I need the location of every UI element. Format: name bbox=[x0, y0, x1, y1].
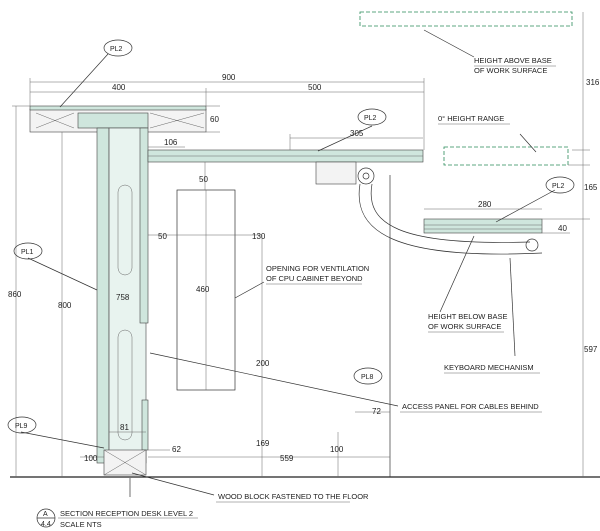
dim-559: 559 bbox=[280, 454, 294, 463]
title-line-2: SCALE NTS bbox=[60, 520, 102, 529]
dim-62: 62 bbox=[172, 445, 181, 454]
svg-text:PL2: PL2 bbox=[364, 115, 377, 122]
mid-bracket bbox=[315, 161, 357, 185]
keyboard-arm bbox=[358, 183, 543, 255]
dim-316: 316 bbox=[586, 78, 600, 87]
dim-130: 130 bbox=[252, 232, 266, 241]
dim-100-right: 100 bbox=[330, 445, 344, 454]
dim-280: 280 bbox=[478, 200, 492, 209]
note-opening-2: OF CPU CABINET BEYOND bbox=[266, 274, 363, 283]
note-zero-height: 0° HEIGHT RANGE bbox=[438, 114, 504, 123]
note-height-above-1: HEIGHT ABOVE BASE bbox=[474, 56, 552, 65]
dim-597: 597 bbox=[584, 345, 598, 354]
svg-text:4.4: 4.4 bbox=[41, 521, 51, 528]
height-above-range-box bbox=[359, 11, 573, 27]
svg-text:PL9: PL9 bbox=[15, 423, 28, 430]
svg-text:PL2: PL2 bbox=[552, 183, 565, 190]
dim-106: 106 bbox=[164, 138, 178, 147]
note-opening-1: OPENING FOR VENTILATION bbox=[266, 264, 369, 273]
svg-text:PL8: PL8 bbox=[361, 374, 374, 381]
dim-50-horizontal: 50 bbox=[158, 232, 167, 241]
dim-50-vertical: 50 bbox=[199, 175, 208, 184]
dim-800: 800 bbox=[58, 301, 72, 310]
dim-60: 60 bbox=[210, 115, 219, 124]
svg-text:A: A bbox=[43, 511, 48, 518]
tag-pl2-keyboard: PL2 bbox=[545, 176, 575, 194]
keyboard-pivot bbox=[357, 167, 375, 185]
top-counter-core bbox=[77, 112, 149, 129]
zero-height-range-box bbox=[443, 146, 569, 166]
dim-169: 169 bbox=[256, 439, 270, 448]
dim-400: 400 bbox=[112, 83, 126, 92]
dim-500: 500 bbox=[308, 83, 322, 92]
title-line-1: SECTION RECEPTION DESK LEVEL 2 bbox=[60, 509, 193, 518]
svg-text:PL1: PL1 bbox=[21, 249, 34, 256]
keyboard-tray bbox=[423, 218, 543, 234]
dim-165: 165 bbox=[584, 183, 598, 192]
tag-pl2-mid: PL2 bbox=[357, 108, 387, 126]
ventilation-slot-lower bbox=[117, 329, 133, 441]
tag-pl1: PL1 bbox=[13, 242, 43, 260]
ventilation-slot-upper bbox=[117, 184, 133, 276]
section-reference-bubble: A 4.4 bbox=[36, 508, 56, 528]
note-height-above-2: OF WORK SURFACE bbox=[474, 66, 547, 75]
top-counter-laminate bbox=[29, 105, 207, 111]
vertical-panel-outer bbox=[96, 127, 110, 464]
dim-305: 305 bbox=[350, 129, 364, 138]
dim-100-left: 100 bbox=[84, 454, 98, 463]
note-height-below-1: HEIGHT BELOW BASE bbox=[428, 312, 507, 321]
note-height-below-2: OF WORK SURFACE bbox=[428, 322, 501, 331]
tag-pl9: PL9 bbox=[7, 416, 37, 434]
dim-460: 460 bbox=[196, 285, 210, 294]
note-access-panel: ACCESS PANEL FOR CABLES BEHIND bbox=[402, 402, 539, 411]
vertical-panel-right bbox=[139, 127, 149, 324]
tag-pl8: PL8 bbox=[353, 367, 383, 385]
dim-81: 81 bbox=[120, 423, 129, 432]
svg-text:PL2: PL2 bbox=[110, 46, 123, 53]
note-keyboard-mechanism: KEYBOARD MECHANISM bbox=[444, 363, 534, 372]
dim-900: 900 bbox=[222, 73, 236, 82]
tag-pl2-top: PL2 bbox=[103, 39, 133, 57]
dim-40: 40 bbox=[558, 224, 567, 233]
dim-860: 860 bbox=[8, 290, 22, 299]
dim-200: 200 bbox=[256, 359, 270, 368]
access-panel-strip bbox=[141, 399, 149, 451]
dim-758: 758 bbox=[116, 293, 130, 302]
note-wood-block: WOOD BLOCK FASTENED TO THE FLOOR bbox=[218, 492, 369, 501]
dim-72: 72 bbox=[372, 407, 381, 416]
